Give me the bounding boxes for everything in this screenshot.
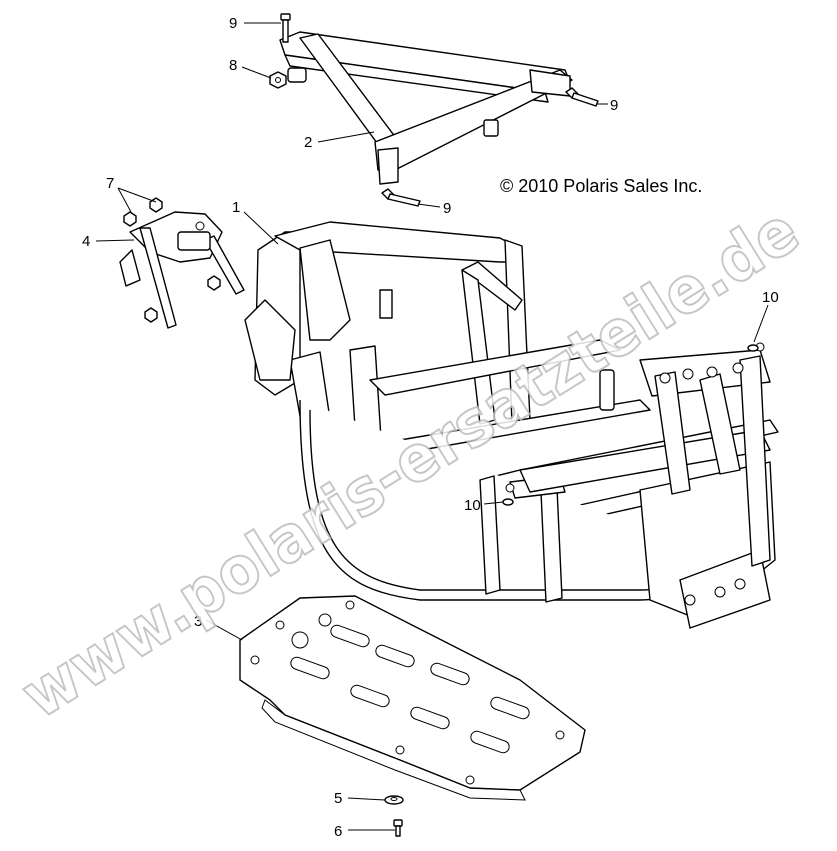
callout-1: 1 xyxy=(232,199,240,216)
bolt-6 xyxy=(393,819,403,837)
callout-8: 8 xyxy=(229,57,237,74)
part-3-skid-plate xyxy=(239,595,586,801)
nut-8 xyxy=(269,71,287,89)
copyright-notice: © 2010 Polaris Sales Inc. xyxy=(500,176,702,196)
bumper-10-right xyxy=(747,344,759,352)
callout-9-top: 9 xyxy=(229,15,237,32)
part-2-brace xyxy=(279,31,573,185)
callout-7: 7 xyxy=(106,175,114,192)
callout-4: 4 xyxy=(82,233,90,250)
callout-2: 2 xyxy=(304,134,312,151)
bolt-9-lower xyxy=(381,188,421,207)
callout-10-center: 10 xyxy=(464,497,481,514)
washer-5 xyxy=(384,795,404,805)
callout-9-lower: 9 xyxy=(443,200,451,217)
callout-6: 6 xyxy=(334,823,342,840)
bolt-9-right xyxy=(565,87,599,107)
part-4-bracket xyxy=(119,211,245,329)
leader-lines xyxy=(95,22,769,831)
callout-10-right: 10 xyxy=(762,289,779,306)
bolts-7 xyxy=(123,197,221,323)
callout-5: 5 xyxy=(334,790,342,807)
bolt-9-top xyxy=(280,13,291,43)
bumper-10-center xyxy=(502,498,514,506)
callout-3: 3 xyxy=(194,613,202,630)
callout-9-right: 9 xyxy=(610,97,618,114)
